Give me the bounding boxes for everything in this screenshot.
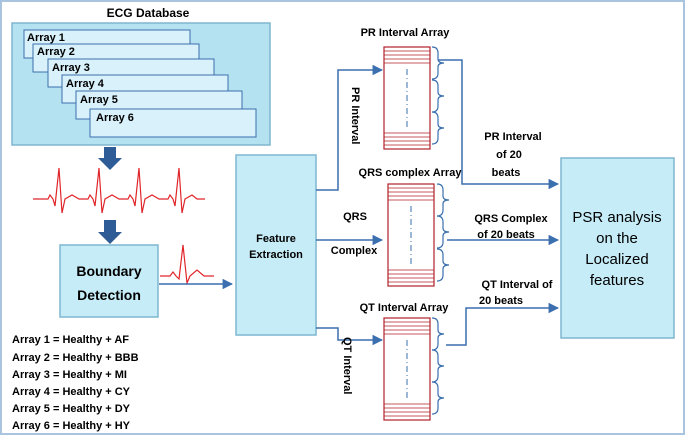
array-legend: Array 1 = Healthy + AF Array 2 = Healthy…	[12, 334, 139, 432]
boundary-label-line1: Boundary	[76, 263, 142, 279]
output-qt-line2: 20 beats	[479, 295, 523, 307]
array-card-2-label: Array 2	[37, 46, 75, 58]
brace-icon-qt-3	[431, 381, 445, 415]
output-pr-line1: PR Interval	[484, 131, 541, 143]
brace-icon-pr-2	[431, 79, 445, 113]
legend-item-5: Array 5 = Healthy + DY	[12, 403, 131, 415]
legend-item-2: Array 2 = Healthy + BBB	[12, 352, 139, 364]
arrow-to-pr-array	[316, 64, 384, 191]
legend-item-6: Array 6 = Healthy + HY	[12, 420, 131, 432]
braces-group	[431, 46, 450, 415]
pr-array-title: PR Interval Array	[361, 27, 451, 39]
database-arrays: Array 1 Array 2 Array 3 Array 4 Array 5 …	[23, 29, 257, 138]
pr-interval-matrix	[383, 46, 431, 150]
branch-label-pr: PR Interval	[349, 87, 361, 144]
psr-label-line2: on the	[596, 230, 638, 247]
legend-item-4: Array 4 = Healthy + CY	[12, 386, 131, 398]
single-beat-icon	[160, 244, 214, 286]
branch-label-qrs-line1: QRS	[343, 211, 367, 223]
arrow-to-qt-array	[316, 327, 384, 346]
qrs-array-title: QRS complex Array	[359, 167, 463, 179]
legend-item-1: Array 1 = Healthy + AF	[12, 334, 129, 346]
arrow-pr-to-psr	[438, 59, 560, 190]
array-card-6-label: Array 6	[96, 112, 134, 124]
feature-label-line1: Feature	[256, 233, 296, 245]
brace-icon-qt-2	[431, 349, 445, 383]
brace-icon-qrs-1	[436, 183, 450, 217]
output-pr-line3: beats	[492, 167, 521, 179]
array-card-5-label: Array 5	[80, 94, 118, 106]
brace-icon-pr-3	[431, 111, 445, 145]
branch-label-qt: QT Interval	[341, 337, 353, 394]
feature-extraction-box	[235, 154, 317, 336]
arrow-qt-to-psr	[446, 302, 560, 346]
ecg-waveform-icon	[33, 167, 205, 214]
array-card-4-label: Array 4	[66, 78, 105, 90]
brace-icon-qt-1	[431, 317, 445, 351]
legend-item-3: Array 3 = Healthy + MI	[12, 369, 127, 381]
brace-icon-qrs-2	[436, 215, 450, 249]
psr-analysis-box	[560, 157, 675, 339]
array-card-6	[89, 108, 257, 138]
output-pr-line2: of 20	[496, 149, 522, 161]
branch-label-qrs-line2: Complex	[331, 245, 378, 257]
qrs-complex-matrix	[387, 183, 435, 287]
array-card-3-label: Array 3	[52, 62, 90, 74]
down-arrow-icon-1	[98, 147, 122, 170]
output-qrs-line2: of 20 beats	[477, 229, 534, 241]
down-arrow-icon-2	[98, 220, 122, 244]
output-qt-line1: QT Interval of	[482, 279, 553, 291]
qt-array-title: QT Interval Array	[360, 302, 450, 314]
array-card-1-label: Array 1	[27, 32, 65, 44]
boundary-detection-box	[59, 244, 159, 318]
output-qrs-line1: QRS Complex	[474, 213, 548, 225]
brace-icon-qrs-3	[436, 248, 450, 282]
database-title: ECG Database	[107, 6, 190, 20]
boundary-label-line2: Detection	[77, 287, 141, 303]
brace-icon-pr-1	[431, 46, 445, 80]
psr-label-line3: Localized	[585, 251, 648, 268]
feature-label-line2: Extraction	[249, 249, 303, 261]
psr-label-line1: PSR analysis	[572, 209, 661, 226]
qt-interval-matrix	[383, 317, 431, 421]
psr-label-line4: features	[590, 272, 644, 289]
